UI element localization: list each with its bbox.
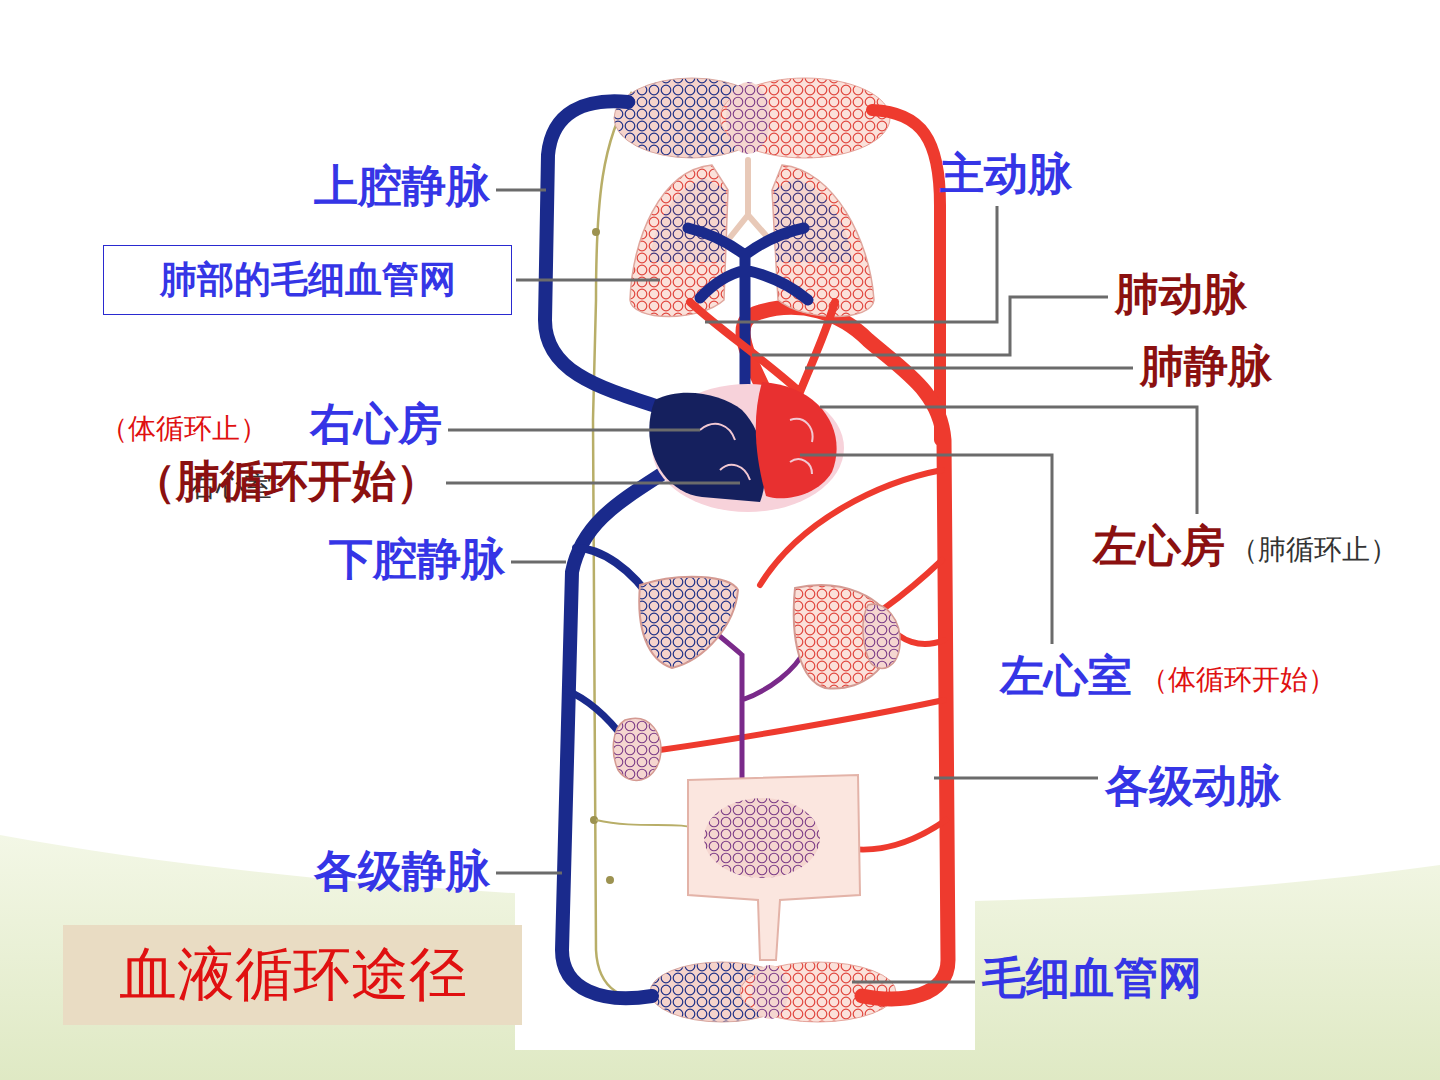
- leader-line: [934, 777, 1098, 780]
- part-label: 各级动脉: [1105, 760, 1281, 813]
- leader-line: [496, 189, 546, 192]
- leader-line: [448, 429, 700, 432]
- kidney: [613, 718, 661, 780]
- box-text: 肺部的毛细血管网: [160, 255, 456, 305]
- lymph-branch: [596, 820, 700, 830]
- intestine: [688, 775, 860, 960]
- intestine-net: [704, 798, 820, 878]
- leader-line: [852, 981, 975, 984]
- lung-capillary-box: 肺部的毛细血管网: [103, 245, 512, 315]
- heart-valves: [700, 419, 813, 480]
- pulmonary-veins: [690, 302, 835, 392]
- leader-line: [805, 367, 1133, 370]
- part-label: 肺动脉: [1115, 268, 1247, 321]
- inferior-vena-cava: [562, 470, 668, 998]
- part-label: 毛细血管网: [982, 952, 1202, 1005]
- left-heart: [756, 382, 837, 498]
- capillary-net-venous: [614, 78, 770, 158]
- liver: [639, 577, 738, 668]
- leader-line: [496, 872, 562, 875]
- capillary-net-arterial: [720, 78, 890, 158]
- leader-line: [820, 407, 1197, 514]
- leader-line: [511, 561, 566, 564]
- trachea: [728, 160, 770, 240]
- part-label: （肺循环开始）: [132, 455, 440, 508]
- part-label: 主动脉: [940, 148, 1072, 201]
- leader-line: [800, 455, 1052, 644]
- part-label: 上腔静脉: [314, 160, 490, 213]
- part-label: 左心房: [1093, 520, 1225, 573]
- part-label: 左心室: [1000, 650, 1132, 703]
- circulation-note: （体循环止）: [100, 412, 268, 446]
- part-label: 右心房: [310, 398, 442, 451]
- box-text: 血液循环途径: [119, 936, 467, 1014]
- capillary-net-venous: [650, 962, 794, 1022]
- spleen: [863, 604, 900, 668]
- capillary-net-mixed: [752, 965, 788, 1019]
- capillary-net-mixed: [726, 82, 770, 154]
- right-heart: [649, 393, 765, 502]
- title-box: 血液循环途径: [63, 925, 522, 1025]
- part-label: 肺静脉: [1140, 340, 1272, 393]
- leader-line: [516, 279, 660, 282]
- leader-line: [752, 297, 1108, 355]
- leader-line: [705, 206, 997, 322]
- part-label: 下腔静脉: [329, 533, 505, 586]
- leader-lines: [446, 190, 1197, 982]
- leader-line: [446, 482, 740, 485]
- circulation-note: （肺循环止）: [1230, 533, 1398, 567]
- illustration-ground: [515, 58, 975, 1050]
- part-label: 各级静脉: [314, 845, 490, 898]
- circulation-note: （体循环开始）: [1140, 663, 1336, 697]
